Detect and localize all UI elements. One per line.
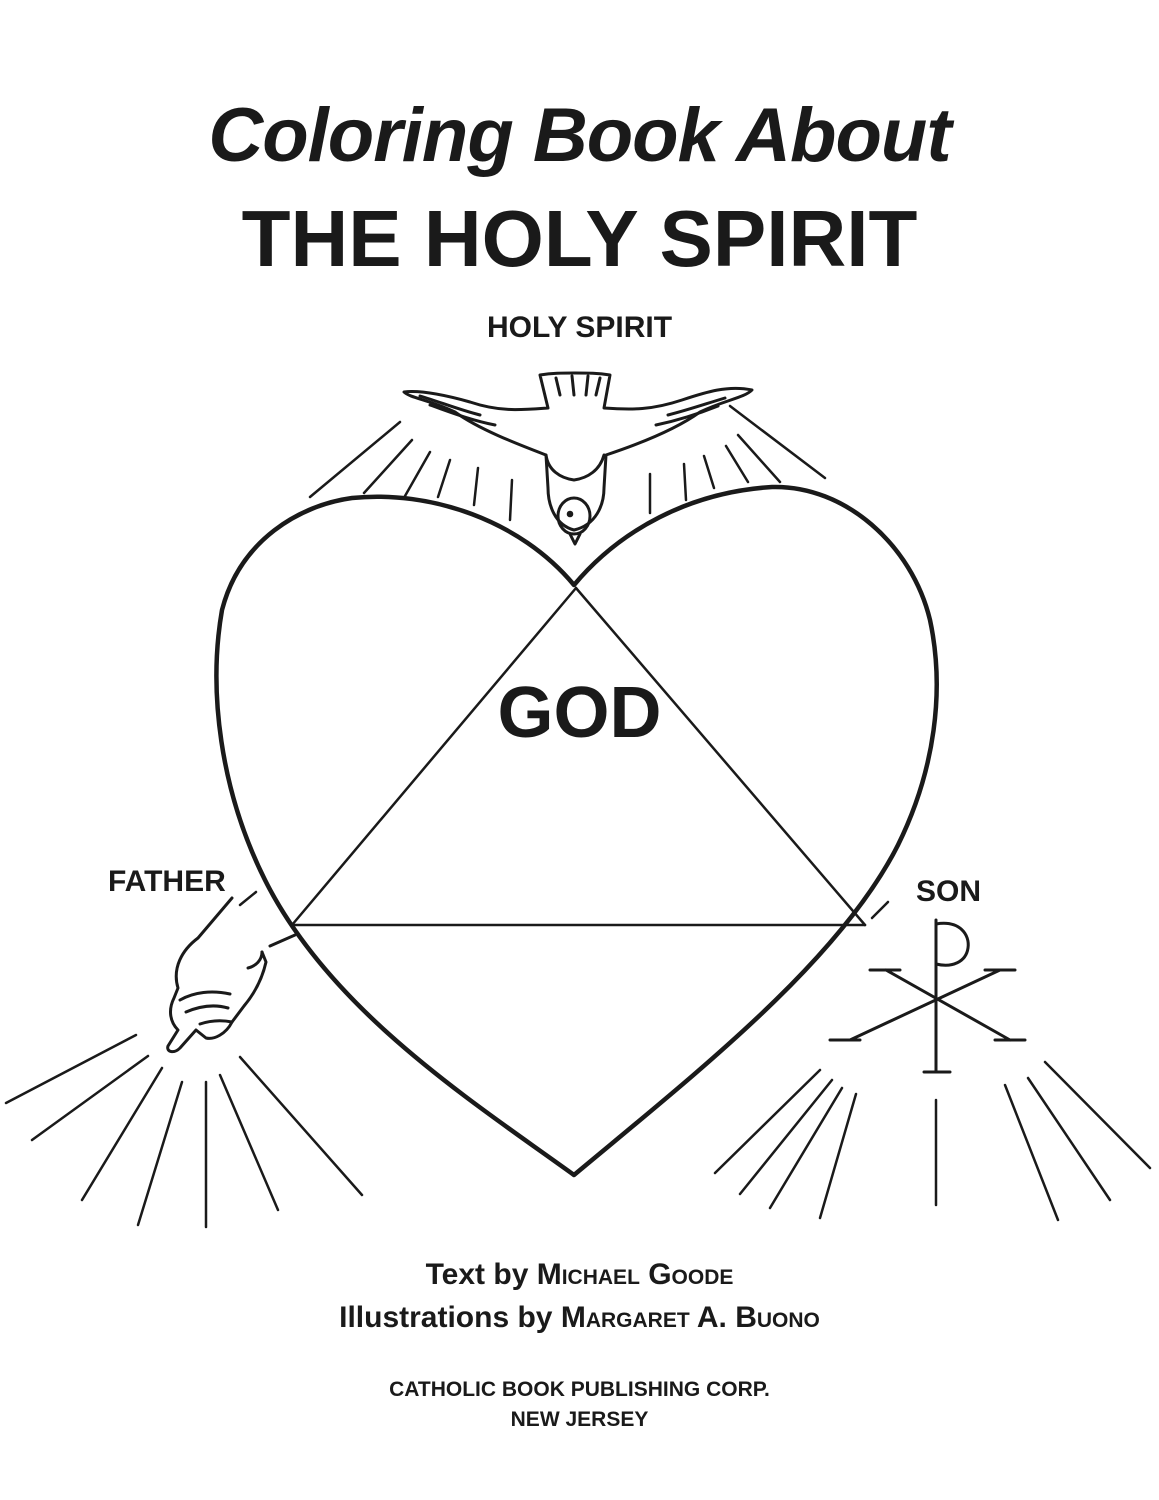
son-rays [713,1060,1152,1222]
dove-icon [402,371,754,546]
hand-rays [4,1033,364,1229]
credit-text-prefix: Text by [425,1258,529,1291]
credit-illus-prefix: Illustrations by [339,1301,553,1334]
credit-illus-author: Margaret A. Buono [560,1301,820,1334]
father-pointer-line [238,890,258,907]
credit-text-author: Michael Goode [536,1258,734,1291]
credit-illustrations: Illustrations by Margaret A. Buono [0,1301,1159,1335]
heart-outline [214,484,939,1178]
triangle-outline [290,586,867,927]
hand-icon [166,896,297,1054]
publisher-name: CATHOLIC BOOK PUBLISHING CORP. [389,1378,770,1401]
dove-rays [308,404,827,522]
chi-rho-icon [828,918,1027,1074]
son-pointer-line [870,900,890,920]
title-line-2: THE HOLY SPIRIT [241,194,918,283]
label-god: GOD [497,673,662,753]
label-son: SON [916,875,982,908]
label-father: FATHER [108,865,226,898]
title-line-1: Coloring Book About [208,93,951,178]
publisher-location: NEW JERSEY [510,1408,649,1431]
credit-text: Text by Michael Goode [0,1258,1159,1292]
label-holy-spirit: HOLY SPIRIT [486,311,673,344]
